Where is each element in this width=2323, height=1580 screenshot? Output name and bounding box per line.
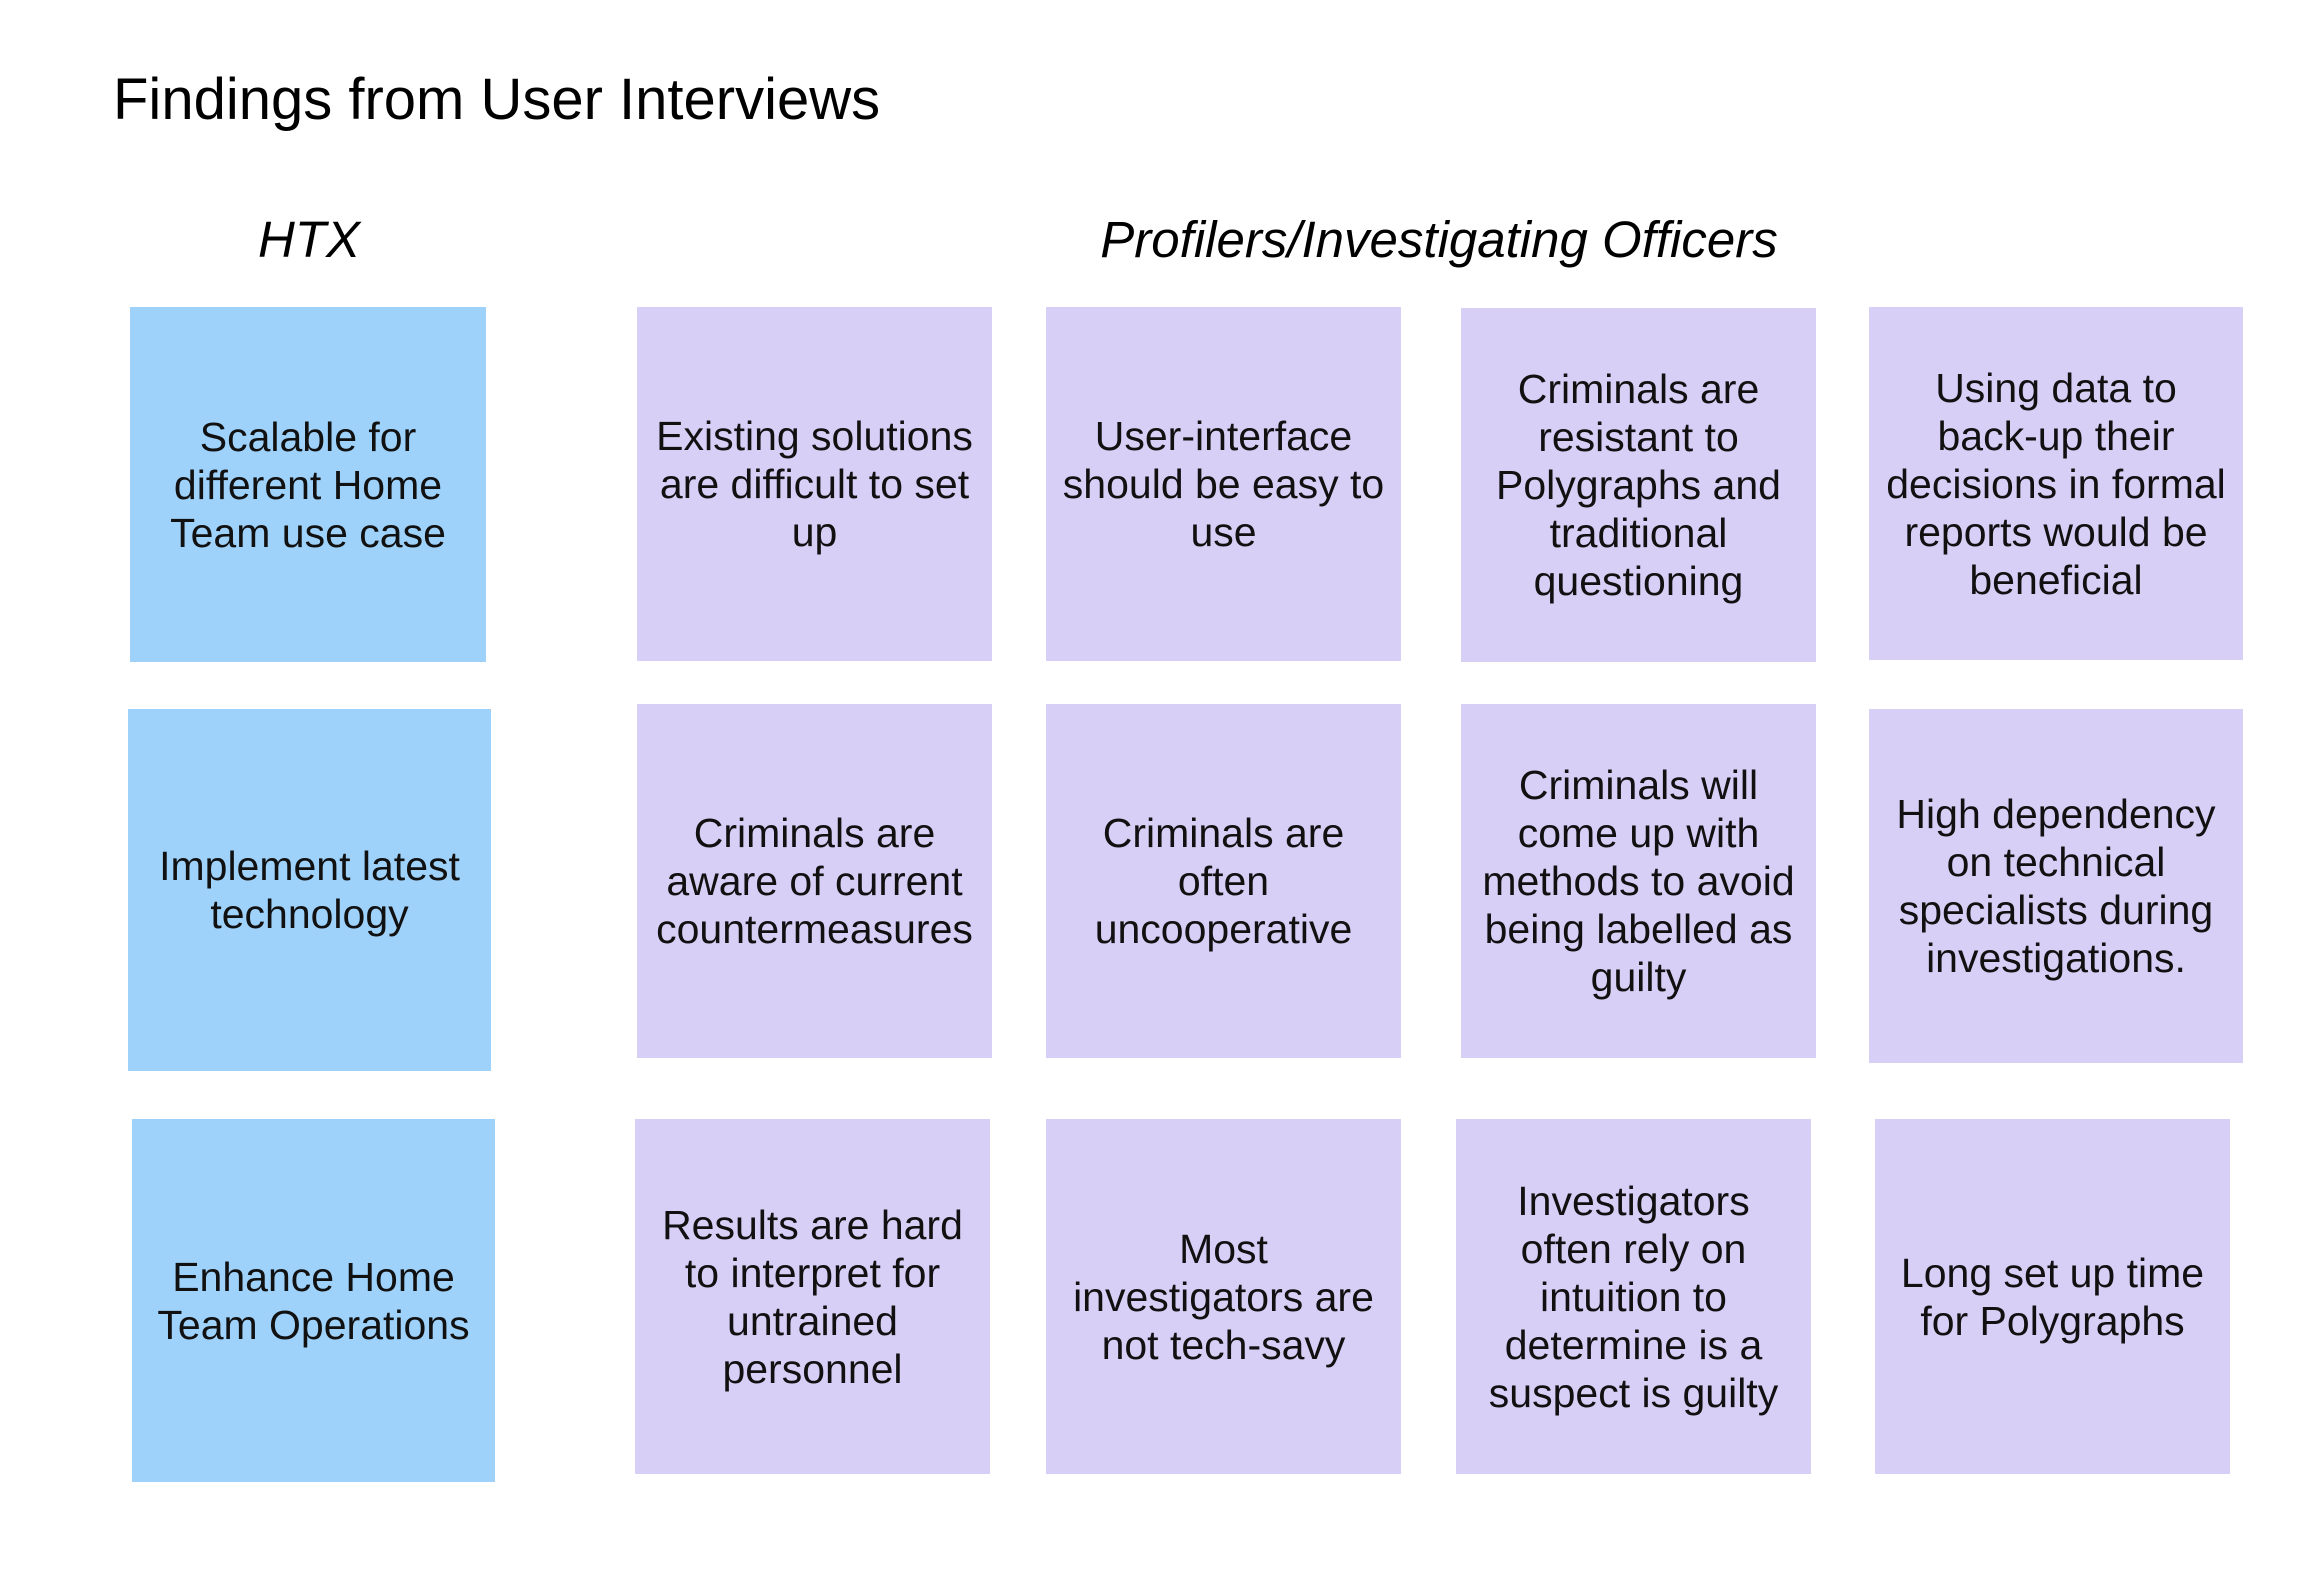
sticky-note-text: Criminals are aware of current counterme… bbox=[656, 810, 973, 952]
sticky-note-profiler[interactable]: Criminals are often uncooperative bbox=[1046, 704, 1401, 1058]
sticky-note-htx[interactable]: Scalable for different Home Team use cas… bbox=[130, 307, 486, 662]
sticky-note-text: High dependency on technical specialists… bbox=[1896, 791, 2216, 981]
sticky-note-text: Criminals are often uncooperative bbox=[1094, 810, 1353, 952]
sticky-note-text: User-interface should be easy to use bbox=[1062, 413, 1385, 555]
sticky-note-text: Existing solutions are difficult to set … bbox=[656, 413, 973, 555]
sticky-note-profiler[interactable]: User-interface should be easy to use bbox=[1046, 307, 1401, 661]
sticky-note-profiler[interactable]: Existing solutions are difficult to set … bbox=[637, 307, 992, 661]
sticky-note-profiler[interactable]: Most investigators are not tech-savy bbox=[1046, 1119, 1401, 1474]
sticky-note-htx[interactable]: Implement latest technology bbox=[128, 709, 491, 1071]
sticky-note-profiler[interactable]: High dependency on technical specialists… bbox=[1869, 709, 2243, 1063]
sticky-note-text: Results are hard to interpret for untrai… bbox=[662, 1201, 963, 1392]
sticky-note-htx[interactable]: Enhance Home Team Operations bbox=[132, 1119, 495, 1482]
sticky-note-text: Using data to back-up their decisions in… bbox=[1886, 364, 2226, 603]
group-heading-profilers: Profilers/Investigating Officers bbox=[1100, 211, 1778, 268]
sticky-note-text: Criminals will come up with methods to a… bbox=[1482, 762, 1795, 1000]
sticky-note-profiler[interactable]: Criminals are resistant to Polygraphs an… bbox=[1461, 308, 1816, 662]
sticky-note-profiler[interactable]: Long set up time for Polygraphs bbox=[1875, 1119, 2230, 1474]
sticky-note-text: Criminals are resistant to Polygraphs an… bbox=[1496, 366, 1781, 604]
group-heading-htx: HTX bbox=[258, 211, 360, 268]
sticky-note-text: Scalable for different Home Team use cas… bbox=[170, 413, 446, 556]
sticky-note-profiler[interactable]: Using data to back-up their decisions in… bbox=[1869, 307, 2243, 660]
sticky-note-text: Enhance Home Team Operations bbox=[157, 1253, 470, 1348]
sticky-note-profiler[interactable]: Investigators often rely on intuition to… bbox=[1456, 1119, 1811, 1474]
sticky-note-text: Most investigators are not tech-savy bbox=[1073, 1225, 1374, 1368]
sticky-note-profiler[interactable]: Criminals will come up with methods to a… bbox=[1461, 704, 1816, 1058]
sticky-note-profiler[interactable]: Criminals are aware of current counterme… bbox=[637, 704, 992, 1058]
sticky-note-text: Long set up time for Polygraphs bbox=[1900, 1249, 2205, 1344]
sticky-note-profiler[interactable]: Results are hard to interpret for untrai… bbox=[635, 1119, 990, 1474]
page-title: Findings from User Interviews bbox=[113, 67, 881, 132]
sticky-note-text: Implement latest technology bbox=[159, 843, 460, 937]
sticky-note-text: Investigators often rely on intuition to… bbox=[1488, 1177, 1779, 1416]
